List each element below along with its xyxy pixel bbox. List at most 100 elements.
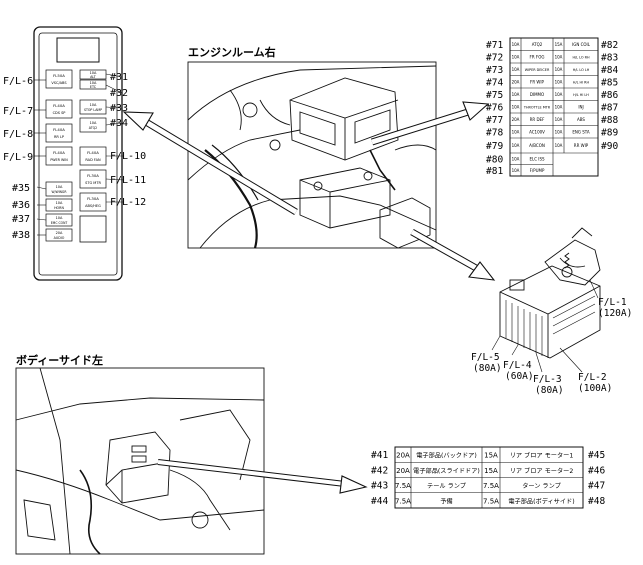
fuse-cell: 10A ETC: [79, 79, 107, 90]
fuse-table-cell: H/L LO LH: [573, 68, 590, 72]
svg-text:EMC CONT: EMC CONT: [51, 221, 68, 225]
fuse-number: #87: [601, 102, 618, 113]
fuse-table-cell: ABS: [577, 117, 585, 122]
fuse-cell: FL40A RAD FAN: [79, 146, 107, 166]
fuse-number: #47: [588, 481, 605, 492]
fuse-table-cell: 10A: [555, 104, 563, 109]
fuse-cell: 20A AUDIO: [45, 228, 73, 242]
svg-text:10A: 10A: [90, 103, 97, 107]
fusible-link-block: [491, 227, 601, 373]
fuse-number: #43: [371, 481, 388, 492]
fuse-number: #72: [486, 52, 503, 63]
body-fuse-cell: 20A: [396, 467, 410, 475]
label-fl12: F/L-12: [110, 197, 146, 208]
fuse-cell: 10A ALT: [79, 69, 107, 80]
fuse-table-cell: 10A: [555, 117, 563, 122]
engine-fuse-table-left-nums: #71#72#73#74#75#76#77#78#79#80#81: [486, 40, 503, 177]
label-fl10: F/L-10: [110, 151, 146, 162]
body-fuse-cell: 電子部品(ボディサイド): [508, 497, 574, 505]
fuse-number: #79: [486, 141, 503, 152]
fuse-cell: 10A HORN: [45, 198, 73, 212]
svg-text:10A: 10A: [56, 185, 63, 189]
fl2-amp: (100A): [578, 383, 612, 394]
fuse-table-cell: 10A: [512, 92, 520, 97]
body-fuse-cell: リア ブロア モーター1: [510, 452, 574, 460]
fuse-table-cell: F/PUMP: [530, 168, 545, 173]
svg-text:PWER WIN: PWER WIN: [50, 158, 68, 162]
fuse-number: #84: [601, 65, 618, 76]
body-fuse-cell: 7.5A: [483, 497, 499, 505]
fl4-amp: (60A): [505, 371, 534, 382]
fuse-table-cell: WIPER DEICER: [525, 68, 550, 72]
label-fl6: F/L-6: [3, 76, 33, 87]
fuse-number: #80: [486, 154, 503, 165]
fuse-table-cell: 10A: [555, 67, 563, 72]
fuse-number: #42: [371, 465, 388, 476]
callout-arrows: [122, 101, 496, 494]
svg-text:10A: 10A: [56, 201, 63, 205]
fuse-table-cell: 10A: [555, 79, 563, 84]
fuse-table-cell: FR WIP: [530, 79, 544, 84]
fuse-number: #81: [486, 166, 503, 177]
fuse-number: #78: [486, 127, 503, 138]
engine-fuse-table: [509, 37, 599, 177]
fuse-table-cell: 10A: [555, 129, 563, 134]
label-fl8: F/L-8: [3, 129, 33, 140]
body-fuse-cell: 電子部品(バックドア): [416, 452, 477, 460]
svg-text:10A: 10A: [90, 121, 97, 125]
body-fuse-cell: テール ランプ: [427, 483, 467, 490]
fuse-table-cell: 10A: [555, 54, 563, 59]
fuse-number: #85: [601, 77, 618, 88]
body-side-illustration: [15, 367, 265, 555]
svg-text:10A: 10A: [90, 81, 97, 85]
fuse-table-cell: RR WIP: [574, 143, 589, 148]
svg-text:10A: 10A: [56, 216, 63, 220]
fuse-table-cell: 10A: [555, 92, 563, 97]
body-fuse-cell: リア ブロア モーター2: [510, 467, 574, 475]
fuse-number: #41: [371, 450, 388, 461]
fuse-number: #44: [371, 496, 388, 507]
fuse-number: #71: [486, 40, 503, 51]
body-fuse-cell: 7.5A: [395, 497, 411, 505]
fuse-table-cell: 10A: [512, 129, 520, 134]
fuse-cell: FL50A VSC/ABS: [45, 69, 73, 89]
fuse-table-cell: A/BCON: [529, 143, 545, 148]
fuse-table-cell: IGN COIL: [572, 42, 591, 47]
fuse-table-cell: RR DEF: [530, 117, 545, 122]
fl2-name: F/L-2: [578, 372, 607, 383]
fuse-table-cell: H/L HI LH: [573, 93, 589, 97]
fuse-cell: FL40A RR LP: [45, 123, 73, 143]
fuse-number: #46: [588, 465, 605, 476]
fuse-table-cell: 15A: [555, 42, 563, 47]
fuse-table-cell: 20A: [512, 117, 520, 122]
fuse-cell: FL30A ABS/HEG: [79, 192, 107, 212]
fuse-table-cell: ENG STA: [572, 129, 590, 134]
fuse-table-cell: INJ: [578, 104, 583, 109]
svg-text:W/WINGR: W/WINGR: [52, 190, 68, 194]
fuse-cell: FL40A PWER WIN: [45, 146, 73, 166]
svg-text:10A: 10A: [90, 71, 97, 75]
body-fuse-cell: 電子部品(スライドドア): [413, 467, 480, 475]
label-38: #38: [12, 230, 30, 241]
svg-text:ATQ2: ATQ2: [89, 126, 97, 130]
fuse-table-cell: 10A: [512, 143, 520, 148]
svg-text:FL40A: FL40A: [53, 150, 65, 155]
svg-text:20A: 20A: [56, 231, 63, 235]
body-fuse-cell: 15A: [484, 467, 498, 475]
fuse-table-cell: 10A: [512, 156, 520, 161]
fuse-table-cell: H/L LO RH: [572, 55, 590, 59]
fuse-number: #74: [486, 77, 503, 88]
fuse-number: #89: [601, 127, 618, 138]
fuse-table-cell: 10A: [512, 168, 520, 173]
svg-text:STG MTR: STG MTR: [85, 181, 101, 185]
svg-text:FL40A: FL40A: [87, 150, 99, 155]
svg-text:HORN: HORN: [54, 206, 64, 210]
left-box-left-labels: F/L-6 F/L-7 F/L-8 F/L-9 #35 #36 #37 #38: [3, 76, 33, 241]
spare-slot: [79, 215, 107, 243]
svg-text:RR LP: RR LP: [54, 135, 64, 139]
left-box-right-labels: #31 #32 #33 #34 F/L-10 F/L-11 F/L-12: [110, 72, 146, 208]
fl3-amp: (80A): [535, 385, 564, 396]
fuse-table-cell: FR FOG: [530, 54, 545, 59]
svg-text:VSC/ABS: VSC/ABS: [51, 81, 67, 85]
